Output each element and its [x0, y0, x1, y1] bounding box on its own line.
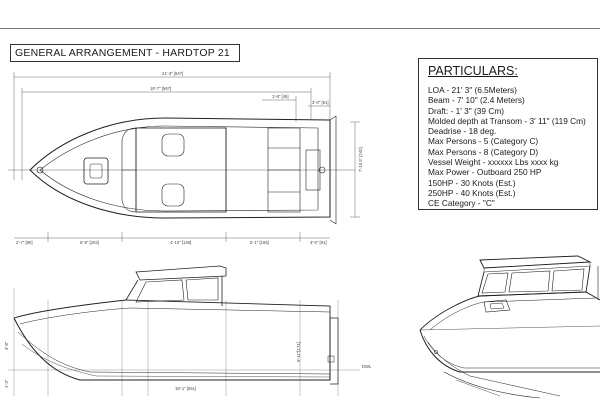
perspective-windshield-center — [508, 270, 551, 293]
particulars-heading: PARTICULARS: — [428, 64, 518, 78]
bottom-dimension-2: 6'-8" [203] — [80, 240, 99, 245]
plan-seat-port — [161, 133, 185, 157]
perspective-hardtop-roof — [479, 255, 592, 269]
hull-length-label: 18'-7" [567] — [150, 86, 171, 91]
plan-view: 21'-3" [647] 18'-7" [567] 1'-6" [45] 3'-… — [8, 71, 363, 245]
particular-vessel-weight: Vessel Weight - xxxxxx Lbs xxxx kg — [428, 157, 559, 168]
profile-sheer-line — [13, 299, 331, 319]
dimension-lines-bottom — [14, 232, 330, 242]
particular-max-persons-d: Max Persons - 8 (Category D) — [428, 146, 539, 157]
plan-transom-well — [305, 149, 321, 191]
particular-250hp: 250HP - 40 Knots (Est.) — [428, 187, 516, 198]
perspective-windshield-left — [481, 272, 509, 294]
perspective-hatch — [483, 299, 511, 313]
bottom-dimension-1: 2'-7" [80] — [16, 240, 33, 245]
profile-engine-bracket — [330, 317, 339, 385]
particular-ce-category: CE Category - "C" — [428, 198, 495, 209]
particular-deadrise: Deadrise - 18 deg. — [428, 126, 497, 137]
particulars-panel: PARTICULARS: LOA - 21' 3" (6.5Meters) Be… — [418, 58, 598, 210]
profile-dimension-mid: 5'-11"[174] — [296, 342, 301, 362]
particular-beam: Beam - 7' 10" (2.4 Meters) — [428, 95, 525, 106]
profile-deck-line — [19, 307, 331, 325]
perspective-view — [419, 255, 600, 399]
profile-dimension-height: 3'-8" — [4, 341, 9, 350]
sheet-border-line — [0, 28, 600, 29]
profile-window — [135, 279, 185, 303]
particular-draft: Draft: - 1' 3" (39 Cm) — [428, 105, 504, 116]
perspective-deck — [419, 291, 600, 331]
perspective-windshield-right — [551, 268, 585, 292]
profile-hull-outline — [13, 317, 331, 381]
waterline-length-label: 18'-1" [551] — [175, 386, 196, 391]
particular-max-power: Max Power - Outboard 250 HP — [428, 167, 542, 178]
particular-150hp: 150HP - 30 Knots (Est.) — [428, 177, 516, 188]
drawing-title: GENERAL ARRANGEMENT - HARDTOP 21 — [10, 44, 240, 62]
transom-extension-label: 3'-0" [91] — [312, 100, 329, 105]
profile-chine — [17, 331, 331, 375]
plan-hull-outline — [29, 117, 331, 219]
bottom-dimension-3: 4'-10" [148] — [170, 240, 191, 245]
plan-inner-gunwale — [39, 125, 319, 212]
plan-bow-fitting — [36, 166, 44, 174]
perspective-hull — [419, 329, 600, 373]
profile-dimension-draft: 1'-3" — [4, 379, 9, 388]
particular-loa: LOA - 21' 3" (6.5Meters) — [428, 85, 517, 95]
particular-molded-depth: Molded depth at Transom - 3' 11" (119 Cm… — [428, 115, 586, 126]
profile-hardtop-roof — [135, 265, 227, 281]
particular-max-persons-c: Max Persons - 5 (Category C) — [428, 136, 539, 147]
profile-view: 3'-8" 1'-3" 5'-11"[174] DWL 18'-1" [551] — [4, 265, 372, 396]
plan-motor-bracket — [329, 115, 337, 225]
bottom-dimension-5: 3'-0" [91] — [310, 240, 327, 245]
overall-length-label: 21'-3" [647] — [162, 71, 183, 76]
beam-dimension-label: 7'-10.5" [240] — [358, 147, 363, 172]
plan-hatch — [83, 157, 109, 185]
plan-seat-starboard — [161, 183, 185, 207]
waterline-label: DWL — [362, 364, 372, 369]
bottom-dimension-4: 5'-1" [155] — [250, 240, 269, 245]
hardtop-dimension-label: 1'-6" [45] — [272, 94, 289, 99]
